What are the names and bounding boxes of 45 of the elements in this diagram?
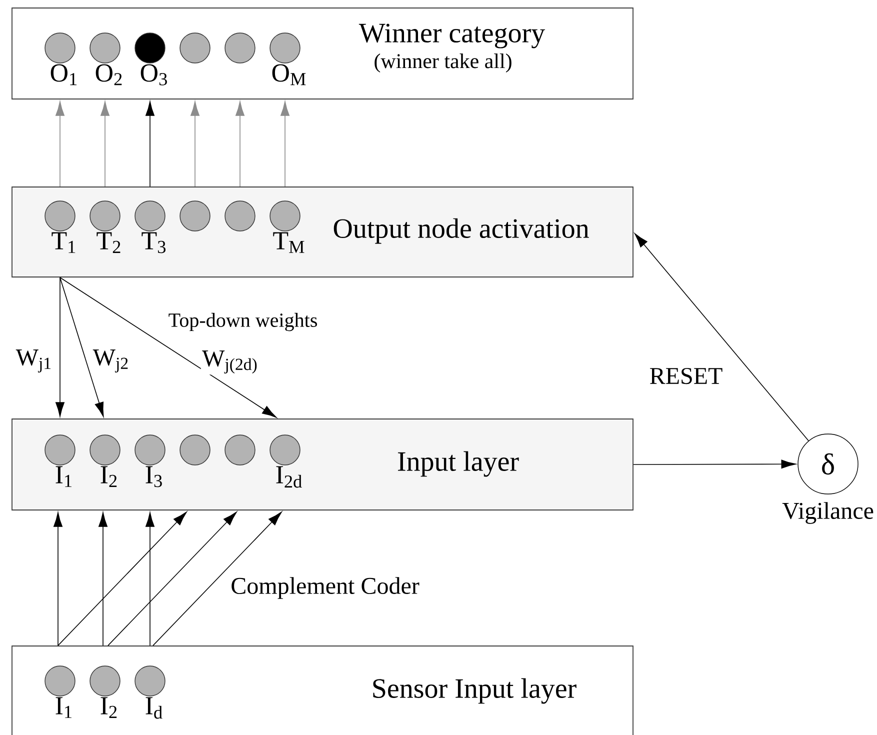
arrow bbox=[54, 512, 62, 646]
neuron-label: I$_{2}$ bbox=[100, 466, 117, 487]
arrow bbox=[56, 277, 64, 417]
arrow bbox=[60, 277, 104, 417]
neuron-label: I$_{d}$ bbox=[146, 697, 162, 719]
neuron-circle bbox=[224, 434, 256, 466]
arrow bbox=[56, 101, 64, 187]
arrow bbox=[634, 233, 809, 442]
arrow bbox=[152, 512, 282, 646]
neuron-label: O$_{3}$ bbox=[140, 64, 167, 86]
arrow bbox=[146, 512, 154, 646]
neuron-circle bbox=[224, 200, 256, 232]
arrow bbox=[98, 512, 108, 646]
neuron-label: O$_{1}$ bbox=[50, 64, 77, 86]
arrow bbox=[190, 101, 200, 187]
neuron-label: O$_{2}$ bbox=[96, 64, 122, 86]
neuron-circle bbox=[180, 200, 210, 232]
neuron-label: I$_{1}$ bbox=[56, 697, 72, 718]
edge-label: W$_{j2}$ bbox=[92, 348, 130, 374]
edge-label: W$_{j1}$ bbox=[14, 348, 54, 374]
edge-label: W$_{j(2d)}$ bbox=[200, 349, 260, 375]
arrow bbox=[236, 101, 244, 187]
neuron-label: I$_{2d}$ bbox=[276, 466, 302, 488]
neuron-circle bbox=[224, 32, 256, 64]
arrow bbox=[100, 101, 110, 187]
arrow bbox=[633, 460, 796, 469]
arrow bbox=[58, 512, 187, 646]
arrow bbox=[60, 277, 277, 418]
neuron-label: T$_{2}$ bbox=[96, 232, 120, 253]
arrow bbox=[146, 101, 154, 187]
neuron-label: T$_{1}$ bbox=[52, 232, 76, 253]
neuron-label: I$_{1}$ bbox=[56, 466, 72, 487]
annotation: Top-down weights bbox=[168, 312, 317, 332]
edge-label: RESET bbox=[648, 366, 724, 386]
neuron-circle bbox=[180, 434, 210, 466]
neuron-label: I$_{3}$ bbox=[146, 466, 162, 488]
arrow bbox=[280, 101, 290, 187]
neuron-label: O$_{M}$ bbox=[272, 64, 306, 86]
annotation: Complement Coder bbox=[232, 577, 420, 599]
neuron-label: T$_{3}$ bbox=[142, 232, 166, 254]
node-caption: Vigilance bbox=[782, 502, 874, 524]
neuron-circle bbox=[180, 32, 210, 64]
arrow bbox=[108, 512, 237, 646]
neuron-label: I$_{2}$ bbox=[100, 697, 117, 718]
neuron-label: T$_{M}$ bbox=[273, 232, 304, 253]
